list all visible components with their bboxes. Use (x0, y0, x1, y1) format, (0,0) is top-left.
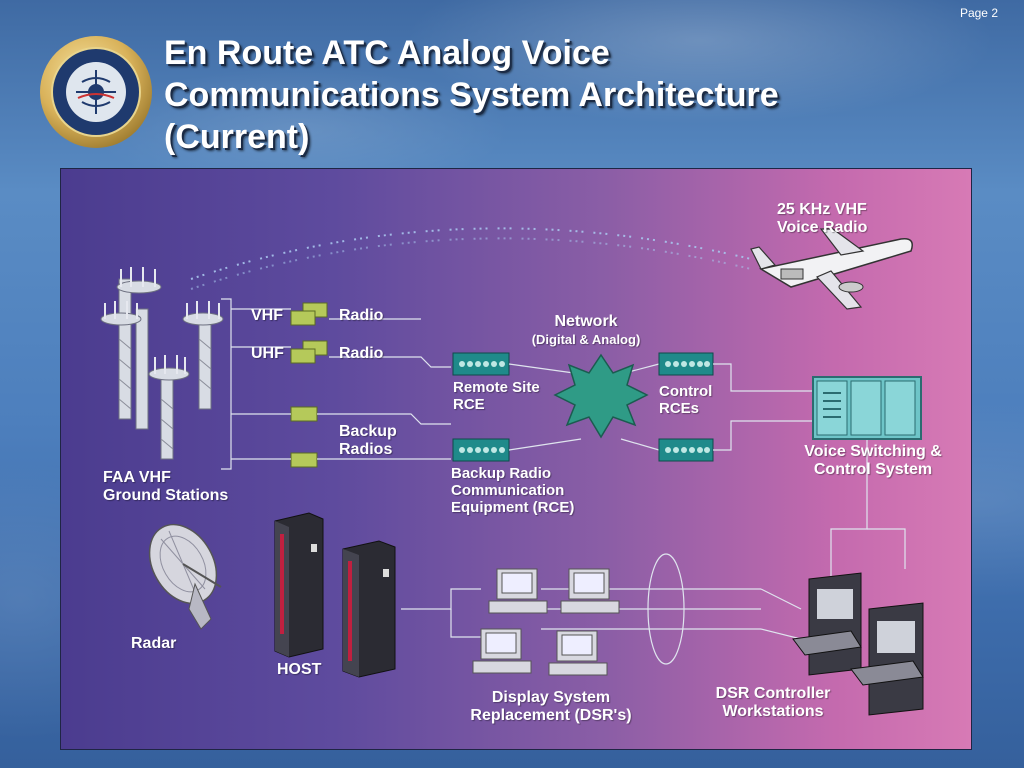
host-label: HOST (277, 661, 322, 678)
aircraft-label-line-1: 25 KHz VHF (777, 201, 867, 218)
title-line-1: En Route ATC Analog Voice (164, 34, 610, 72)
host-computer-icon (274, 512, 396, 678)
vscs-lines (713, 363, 906, 579)
radar-dish-icon (148, 523, 222, 630)
vscs-line-1: Voice Switching & (804, 443, 942, 460)
dsr-display-1 (488, 568, 548, 614)
network-label-line-2: (Digital & Analog) (531, 332, 641, 347)
control-rces-line-2: RCEs (659, 400, 700, 417)
dsr-display-3 (472, 628, 532, 674)
dsr-controller-workstations-icon (792, 572, 924, 716)
network-cloud-icon (553, 353, 649, 439)
vscs-line-2: Control System (813, 461, 933, 478)
vscs-cabinet-icon (812, 376, 922, 440)
control-rces-line-1: Control (659, 383, 713, 400)
ground-station-towers-icon (100, 267, 224, 460)
dsr-line-2: Replacement (DSR's) (470, 707, 632, 724)
ground-stations-line-1: FAA VHF (103, 469, 171, 486)
dsr-workstations-line-1: DSR Controller (715, 685, 831, 702)
remote-site-rce-label: Remote Site RCE (453, 379, 540, 413)
remote-site-rce-line-2: RCE (453, 396, 485, 413)
radio-boxes (290, 302, 328, 468)
backup-rce-line-2: Communication (451, 482, 565, 499)
airplane-icon (750, 228, 913, 310)
tower-connection-lines (221, 298, 451, 470)
title-line-3: (Current) (164, 118, 310, 156)
dsr-label: Display System Replacement (DSR's) (451, 689, 651, 725)
network-label-line-1: Network (554, 313, 618, 330)
backup-radios-label: Backup Radios (339, 423, 397, 459)
remote-site-rce-line-1: Remote Site (453, 379, 540, 396)
backup-rce-label: Backup Radio Communication Equipment (RC… (451, 465, 574, 516)
ground-stations-line-2: Ground Stations (103, 487, 229, 504)
network-label: Network (Digital & Analog) (511, 313, 661, 349)
radar-label: Radar (131, 635, 177, 652)
architecture-diagram: 25 KHz VHF Voice Radio VHF Radio UHF Rad… (60, 168, 972, 750)
radio-label-uhf: Radio (339, 345, 384, 362)
aircraft-label-line-2: Voice Radio (777, 219, 868, 236)
dsr-workstations-line-2: Workstations (722, 703, 824, 720)
backup-rce-line-3: Equipment (RCE) (451, 499, 575, 516)
dsr-display-4 (548, 630, 608, 676)
dsr-workstations-label: DSR Controller Workstations (693, 685, 853, 721)
faa-seal-logo (40, 36, 152, 148)
backup-rce-box (452, 438, 510, 462)
dsr-display-2 (560, 568, 620, 614)
vhf-label: VHF (251, 307, 283, 324)
backup-rce-line-1: Backup Radio (451, 465, 552, 482)
backup-radios-line-2: Radios (339, 441, 393, 458)
page-title: En Route ATC Analog Voice Communications… (164, 32, 984, 158)
page-number: Page 2 (959, 6, 998, 20)
radio-label-vhf: Radio (339, 307, 384, 324)
dsr-line-1: Display System (491, 689, 611, 706)
remote-site-rce-box (452, 352, 510, 376)
radio-wave-arc (190, 227, 752, 290)
control-rce-box-1 (658, 352, 714, 376)
uhf-label: UHF (251, 345, 284, 362)
backup-radios-line-1: Backup (339, 423, 397, 440)
control-rce-box-2 (658, 438, 714, 462)
dsr-display-icons (472, 568, 620, 676)
title-line-2: Communications System Architecture (164, 76, 779, 114)
aircraft-label: 25 KHz VHF Voice Radio (777, 201, 867, 237)
vscs-label: Voice Switching & Control System (783, 443, 963, 479)
control-rces-label: Control RCEs (659, 383, 712, 417)
diagram-graphics (100, 227, 924, 716)
ground-stations-label: FAA VHF Ground Stations (103, 469, 228, 505)
